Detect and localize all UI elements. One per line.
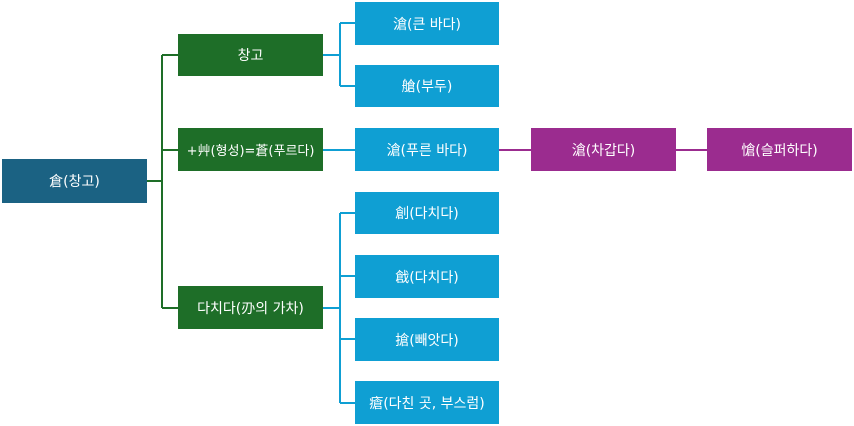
branch-node-wound: 다치다(刅의 가차) — [178, 286, 323, 329]
leaf-node: 艙(부두) — [355, 65, 499, 107]
leaf-node: 創(다치다) — [355, 192, 499, 234]
leaf-node: 搶(빼앗다) — [355, 318, 499, 361]
leaf-node: 戧(다치다) — [355, 255, 499, 298]
chain-node: 滄(차갑다) — [531, 128, 676, 171]
leaf-node: 滄(푸른 바다) — [355, 128, 499, 171]
root-node: 倉(창고) — [2, 159, 147, 203]
leaf-node: 瘡(다친 곳, 부스럼) — [355, 381, 499, 424]
root-connectors — [147, 54, 178, 309]
branch-node-storage: 창고 — [178, 34, 323, 76]
chain-node: 愴(슬퍼하다) — [707, 128, 852, 171]
branch-node-blue: +艸(형성)=蒼(푸르다) — [178, 128, 323, 171]
branch-connectors — [323, 22, 355, 404]
leaf-node: 滄(큰 바다) — [355, 2, 499, 45]
